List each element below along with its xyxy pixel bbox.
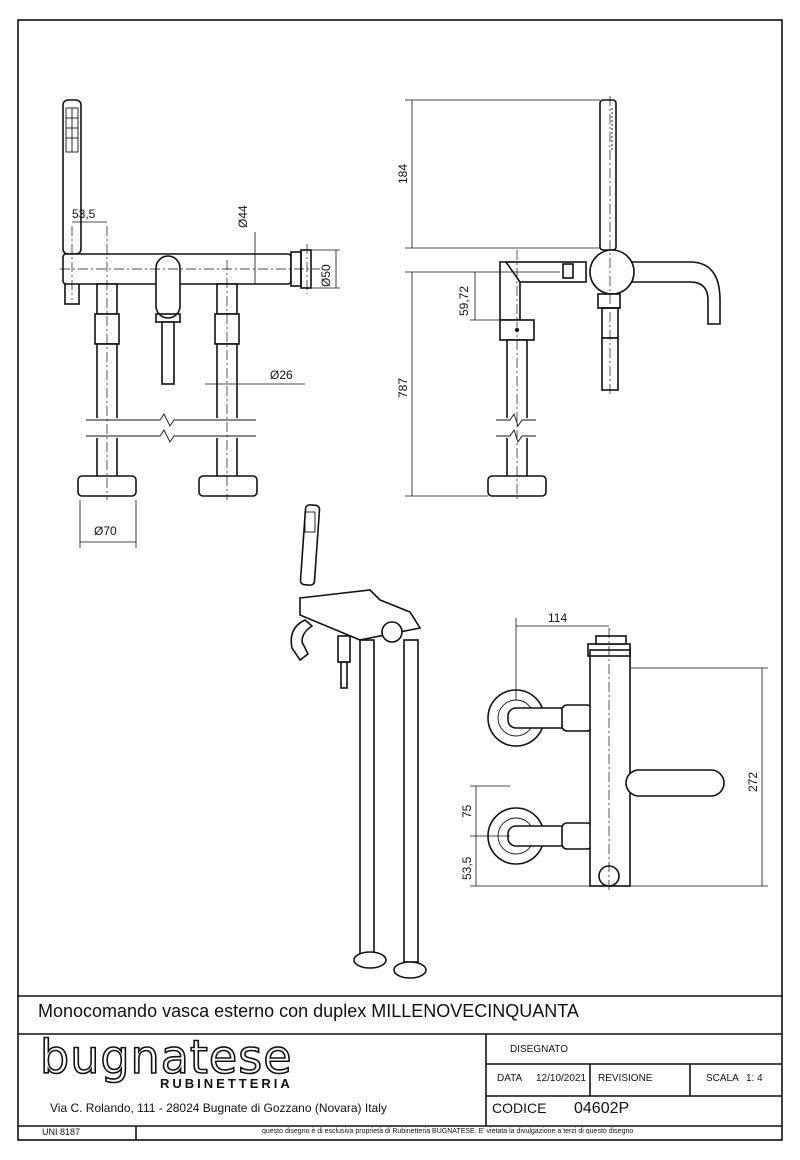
- designed-label: DISEGNATO: [510, 1044, 568, 1055]
- dim-side-787: 787: [396, 378, 410, 398]
- side-view: 184 59,72 787: [396, 96, 721, 500]
- top-view: 114 272 75 53,5: [460, 611, 768, 892]
- title-block-lines: [18, 995, 782, 1140]
- top-body: [589, 649, 631, 887]
- foot-right: [198, 475, 258, 497]
- ownership-notice: questo disegno è di esclusiva proprietà …: [262, 1128, 634, 1135]
- brand-logo: bugnatese: [39, 1030, 293, 1084]
- perspective-view: [290, 504, 427, 979]
- date-label: DATA: [497, 1073, 523, 1084]
- front-view: 53,5 Ø44 Ø50 Ø26 Ø70: [60, 99, 340, 548]
- dim-side-184: 184: [396, 164, 410, 184]
- dim-top-535: 53,5: [460, 856, 474, 880]
- dim-front-diam70: Ø70: [94, 524, 117, 538]
- standard-label: UNI 8187: [42, 1127, 81, 1137]
- drawing-title: Monocomando vasca esterno con duplex MIL…: [38, 1001, 579, 1021]
- revision-label: REVISIONE: [598, 1073, 653, 1084]
- code-value: 04602P: [574, 1100, 630, 1117]
- dim-front-535: 53,5: [72, 207, 96, 221]
- dim-front-diam50: Ø50: [319, 264, 333, 287]
- drawing-frame: [17, 19, 783, 1141]
- dim-side-5972: 59,72: [457, 286, 471, 316]
- dim-front-diam44: Ø44: [236, 205, 250, 228]
- side-hand-shower: [599, 99, 617, 251]
- scale-value: 1: 4: [746, 1073, 763, 1084]
- dim-top-75: 75: [460, 804, 474, 818]
- scale-label: SCALA: [706, 1073, 739, 1084]
- dim-top-272: 272: [746, 772, 760, 792]
- company-address: Via C. Rolando, 111 - 28024 Bugnate di G…: [50, 1101, 387, 1115]
- dim-top-114: 114: [548, 611, 567, 625]
- dim-front-diam26: Ø26: [270, 368, 293, 382]
- date-value: 12/10/2021: [536, 1073, 587, 1084]
- code-label: CODICE: [492, 1100, 547, 1116]
- brand-subtitle: RUBINETTERIA: [160, 1076, 293, 1091]
